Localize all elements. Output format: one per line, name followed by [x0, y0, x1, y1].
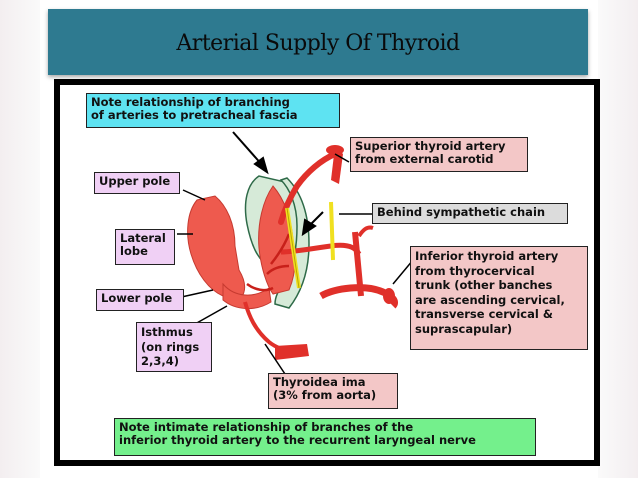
slide-title: Arterial Supply Of Thyroid: [176, 31, 460, 56]
thyroid-isthmus: [222, 282, 272, 309]
background-left: [0, 0, 40, 478]
background-right: [598, 0, 638, 478]
label-thyroidea-ima: Thyroidea ima (3% from aorta): [268, 373, 398, 409]
label-lateral-lobe: Lateral lobe: [115, 229, 175, 265]
sympathetic-chain: [329, 201, 335, 261]
label-inferior-thyroid-artery: Inferior thyroid artery from thyrocervic…: [410, 246, 588, 350]
arrow-branching: [232, 131, 269, 175]
label-note-intimate: Note intimate relationship of branches o…: [114, 418, 536, 456]
nerve-outline: [286, 207, 300, 289]
title-bar: Arterial Supply Of Thyroid: [48, 9, 588, 75]
carotid-top: [326, 145, 344, 155]
thyroidea-ima: [243, 301, 304, 353]
label-behind-sympathetic-chain: Behind sympathetic chain: [372, 203, 568, 224]
subclavian-end: [383, 288, 395, 304]
aorta-stub: [275, 344, 309, 360]
label-upper-pole: Upper pole: [94, 172, 180, 194]
intra-thyroid-branches: [246, 233, 291, 292]
external-carotid: [331, 146, 343, 184]
label-lower-pole: Lower pole: [96, 289, 184, 311]
label-superior-thyroid-artery: Superior thyroid artery from external ca…: [350, 137, 528, 172]
arrow-sympathetic: [301, 211, 324, 237]
label-note-branching: Note relationship of branching of arteri…: [86, 93, 340, 128]
thyroid-left-lobe: [187, 195, 246, 299]
subclavian-artery: [319, 284, 398, 309]
label-isthmus: Isthmus (on rings 2,3,4): [136, 322, 212, 372]
thyroid-illustration: [176, 131, 414, 375]
ascending-cervical: [357, 225, 374, 238]
superior-thyroid-artery: [278, 151, 338, 225]
